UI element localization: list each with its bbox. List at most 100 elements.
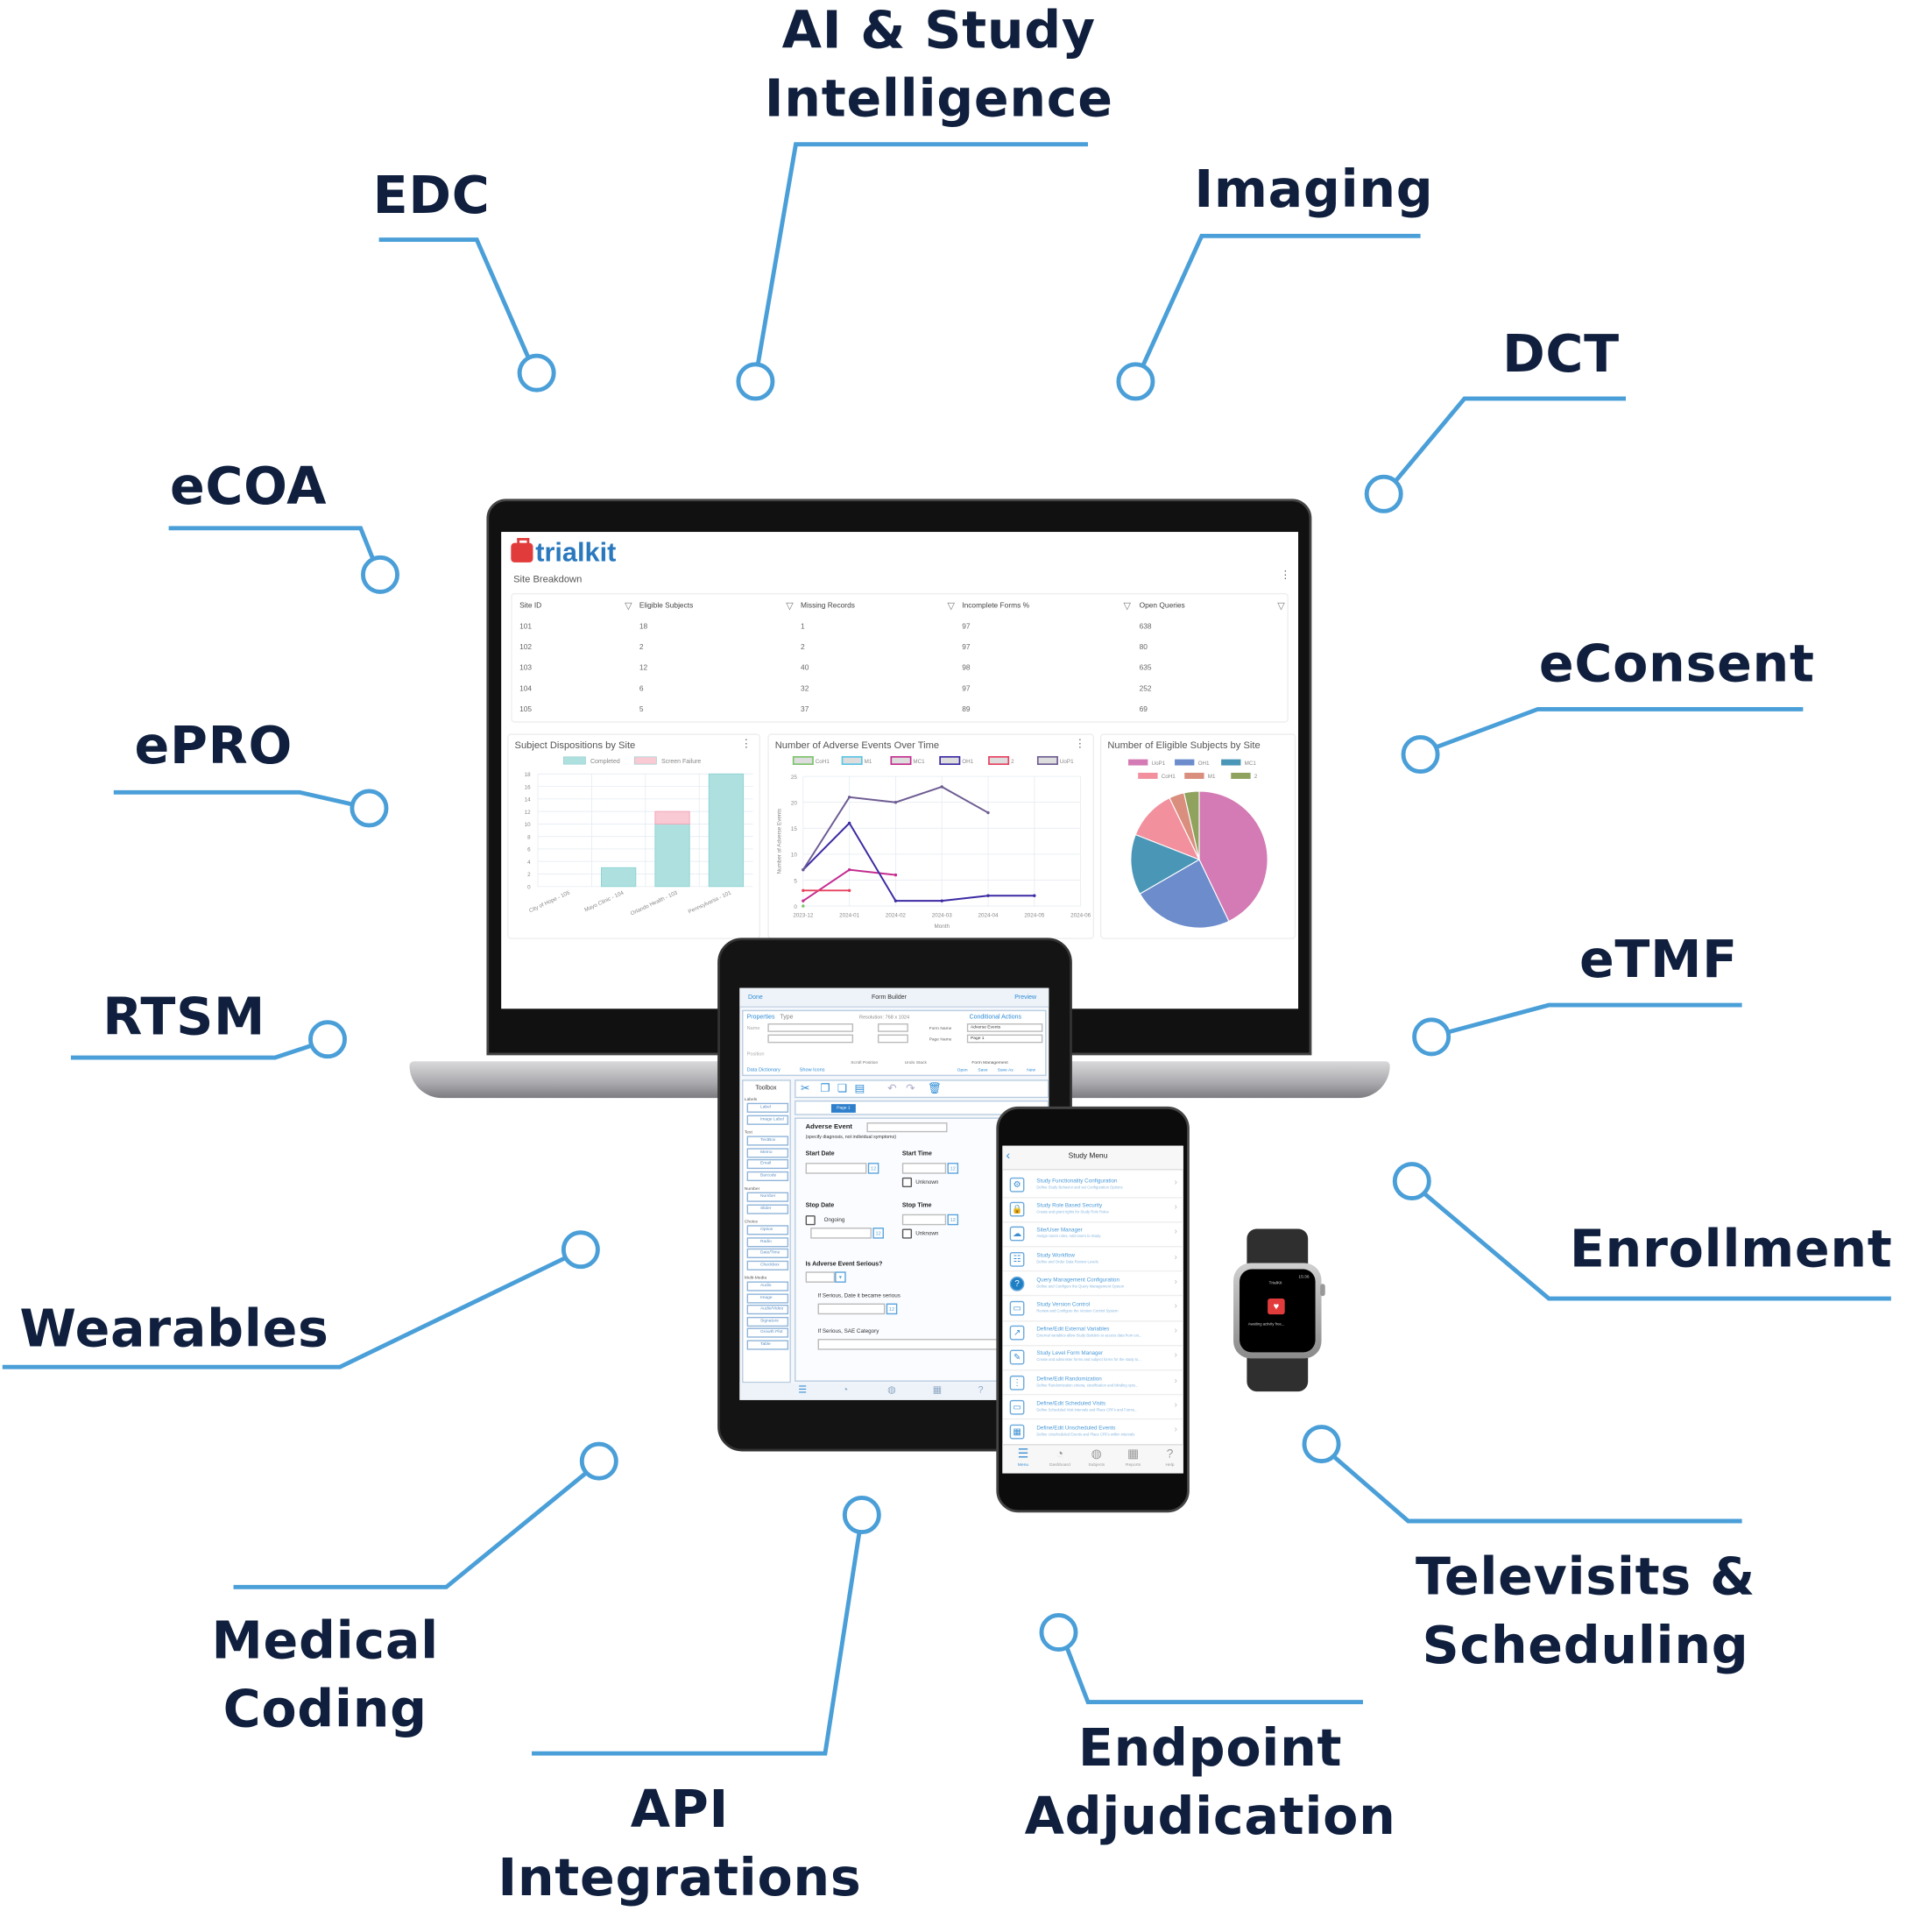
caption-input[interactable]	[767, 1034, 854, 1044]
serious-date-input[interactable]	[817, 1303, 886, 1315]
ongoing-checkbox[interactable]	[805, 1215, 816, 1226]
label-rtsm: RTSM	[102, 987, 266, 1047]
toolbox-item[interactable]: Checkbox	[746, 1260, 789, 1270]
show-icons-link[interactable]: Show Icons	[799, 1065, 825, 1072]
start-date-input[interactable]	[805, 1163, 867, 1174]
help-icon: ?	[1166, 1447, 1174, 1461]
column-header[interactable]: Missing Records	[801, 602, 855, 611]
more-options-icon[interactable]: ⋮	[1074, 737, 1086, 750]
toolbox-item[interactable]: Table	[746, 1339, 789, 1349]
page-name-input[interactable]: Page 1	[966, 1034, 1043, 1044]
legend-label: MC1	[1245, 761, 1257, 767]
toolbox-item[interactable]: Email	[746, 1158, 789, 1170]
calendar-icon[interactable]: 12	[872, 1228, 884, 1239]
clock-icon[interactable]: 12	[947, 1214, 959, 1226]
column-header[interactable]: Site ID	[519, 602, 542, 611]
tab-subjects[interactable]: ◍Subjects	[1079, 1447, 1113, 1467]
stop-time-input[interactable]	[901, 1214, 947, 1226]
filter-icon[interactable]: ▽	[947, 600, 956, 612]
redo-icon[interactable]: ↷	[906, 1082, 915, 1094]
more-options-icon[interactable]: ⋮	[1280, 568, 1291, 581]
toolbox-item[interactable]: Audio	[746, 1281, 789, 1292]
preview-button[interactable]: Preview	[1014, 994, 1037, 1001]
menu-icon[interactable]: ☰	[798, 1384, 808, 1396]
save-as-link[interactable]: Save As	[997, 1067, 1014, 1072]
toolbox-item[interactable]: Number	[746, 1192, 789, 1202]
calendar-icon[interactable]: 12	[867, 1163, 879, 1174]
help-icon[interactable]: ?	[978, 1384, 984, 1396]
subjects-icon[interactable]: ◍	[887, 1384, 896, 1396]
serious-select[interactable]	[805, 1271, 836, 1283]
page-tab[interactable]: Page 1	[830, 1104, 856, 1113]
toolbox-item[interactable]: Option	[746, 1225, 789, 1235]
toolbox-item[interactable]: Label	[746, 1102, 789, 1113]
column-header[interactable]: Eligible Subjects	[639, 602, 694, 611]
trash-icon[interactable]: 🗑	[928, 1082, 943, 1094]
data-dictionary-link[interactable]: Data Dictionary	[746, 1065, 780, 1072]
back-chevron-icon[interactable]: ‹	[1006, 1149, 1011, 1164]
start-unknown-checkbox[interactable]	[901, 1177, 913, 1188]
width-input[interactable]	[877, 1023, 908, 1032]
toolbox-item[interactable]: Radio	[746, 1236, 789, 1247]
undo-icon[interactable]: ↶	[887, 1082, 897, 1094]
start-time-input[interactable]	[901, 1163, 947, 1174]
chevron-down-icon[interactable]: ▼	[835, 1271, 846, 1283]
cut-icon[interactable]: ✂	[801, 1082, 810, 1094]
column-header[interactable]: Incomplete Forms %	[962, 602, 1030, 611]
form-name-input[interactable]: Adverse Events	[966, 1023, 1043, 1032]
paste-icon[interactable]: ❏	[837, 1082, 848, 1094]
clock-icon[interactable]: 12	[947, 1163, 959, 1174]
toolbox-item[interactable]: Signature	[746, 1316, 789, 1327]
open-link[interactable]: Open	[957, 1067, 968, 1072]
toolbox-item[interactable]: Date/Time	[746, 1248, 789, 1258]
toolbox-item[interactable]: Slider	[746, 1203, 789, 1214]
toolbox-item[interactable]: Image Label	[746, 1114, 789, 1125]
column-header[interactable]: Open Queries	[1139, 602, 1185, 611]
calendar-icon[interactable]: 12	[886, 1303, 898, 1315]
reports-icon: ▦	[1127, 1447, 1140, 1461]
properties-tab[interactable]: Properties	[746, 1013, 775, 1022]
toolbox-group-label: Text	[744, 1129, 752, 1136]
filter-icon[interactable]: ▽	[786, 600, 794, 612]
stop-date-input[interactable]	[810, 1228, 872, 1239]
x-axis-label: Month	[935, 924, 950, 930]
adverse-event-input[interactable]	[866, 1122, 948, 1133]
dashboard-icon[interactable]: ◔	[842, 1384, 849, 1396]
filter-icon[interactable]: ▽	[1277, 600, 1285, 612]
toolbox-item[interactable]: Audio/Video	[746, 1304, 789, 1315]
done-button[interactable]: Done	[748, 994, 763, 1001]
stop-unknown-checkbox[interactable]	[901, 1228, 913, 1239]
height-input[interactable]	[877, 1034, 908, 1044]
tab-reports[interactable]: ▦Reports	[1116, 1447, 1150, 1467]
filter-icon[interactable]: ▽	[1123, 600, 1132, 612]
reports-icon[interactable]: ▦	[932, 1384, 943, 1396]
tab-menu[interactable]: ☰Menu	[1006, 1447, 1040, 1467]
save-icon[interactable]: ▤	[854, 1082, 865, 1094]
toolbox-item[interactable]: Image	[746, 1292, 789, 1303]
toolbox-item[interactable]: Barcode	[746, 1171, 789, 1181]
more-options-icon[interactable]: ⋮	[740, 737, 752, 750]
toolbox-item[interactable]: Memo	[746, 1147, 789, 1157]
watch-crown[interactable]	[1320, 1284, 1325, 1297]
tab-dashboard[interactable]: ◔Dashboard	[1042, 1447, 1077, 1467]
toolbox-item[interactable]: Growth Plot	[746, 1327, 789, 1338]
new-link[interactable]: New	[1027, 1067, 1036, 1072]
conditional-actions-link[interactable]: Conditional Actions	[969, 1013, 1021, 1022]
toolbox-item[interactable]: TextBox	[746, 1136, 789, 1146]
copy-icon[interactable]: ❐	[820, 1082, 830, 1094]
name-input[interactable]	[767, 1023, 854, 1032]
save-link[interactable]: Save	[978, 1067, 988, 1072]
filter-icon[interactable]: ▽	[625, 600, 632, 612]
tab-help[interactable]: ?Help	[1153, 1447, 1183, 1467]
